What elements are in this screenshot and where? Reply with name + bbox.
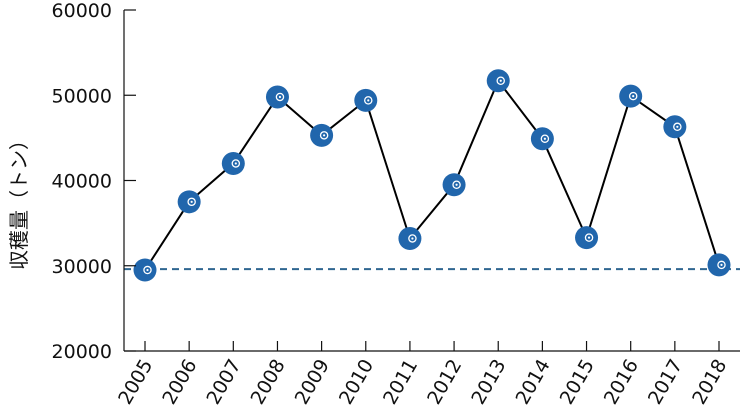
data-point	[265, 85, 289, 109]
x-tick-label: 2014	[511, 356, 554, 409]
data-point	[619, 84, 643, 108]
x-tick-label: 2010	[335, 356, 378, 409]
x-tick-label: 2006	[158, 356, 201, 409]
series-line	[144, 78, 720, 271]
x-tick-label: 2013	[467, 356, 510, 409]
data-point	[663, 115, 687, 139]
y-tick-label: 60000	[52, 0, 112, 22]
y-tick-label: 20000	[52, 341, 112, 363]
data-point	[442, 173, 466, 197]
x-tick-label: 2012	[423, 356, 466, 409]
x-tick-label: 2015	[556, 356, 599, 409]
data-point	[177, 190, 201, 214]
x-tick-label: 2011	[379, 356, 422, 409]
data-point	[530, 127, 554, 151]
x-tick-label: 2007	[202, 356, 245, 409]
y-tick-label: 30000	[52, 256, 112, 278]
data-point	[221, 151, 245, 175]
data-point	[310, 123, 334, 147]
data-point	[486, 69, 510, 93]
x-tick-label: 2008	[247, 356, 290, 409]
data-point	[575, 226, 599, 250]
y-tick-label: 50000	[52, 85, 112, 107]
x-tick-label: 2016	[600, 356, 643, 409]
x-tick-label: 2017	[644, 356, 687, 409]
data-point	[707, 253, 731, 277]
x-tick-label: 2009	[291, 356, 334, 409]
y-tick-label: 40000	[52, 171, 112, 193]
y-axis-title: 収穫量（トン）	[7, 130, 31, 270]
data-point	[354, 88, 378, 112]
x-tick-label: 2018	[688, 356, 731, 409]
data-point	[398, 226, 422, 250]
data-point	[133, 258, 157, 282]
x-tick-label: 2005	[114, 356, 157, 409]
